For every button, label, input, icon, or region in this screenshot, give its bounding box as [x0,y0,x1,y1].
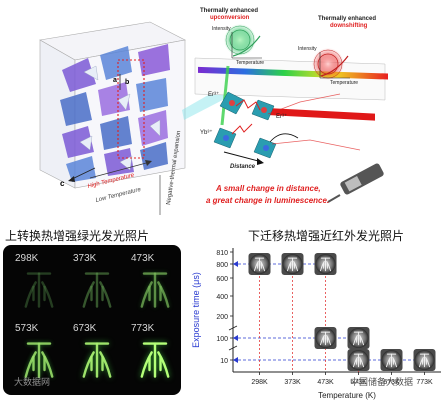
y-tick-label: 100 [216,336,228,343]
sample-glyph [385,353,398,368]
temperature-probe-device [327,163,384,203]
x-tick-label: 673K [383,379,400,386]
schematic-figure: a b c High Temperature Low Temperature N… [39,8,388,215]
emission-photo-473K: 473K [127,253,179,313]
photo-temperature-label: 298K [15,253,39,264]
right-panel-caption: 下迁移热增强近红外发光照片 [248,229,405,243]
energy-transfer-arrow [231,123,253,135]
guide-arrow [233,335,238,341]
x-axis-title: Temperature (K) [318,391,376,400]
nir-photo-point [248,253,271,275]
svg-text:Er³⁺: Er³⁺ [276,113,287,120]
y-tick-label: 810 [216,250,228,257]
svg-text:downshifting: downshifting [330,23,368,29]
svg-text:upconversion: upconversion [210,15,250,21]
x-tick-label: 573K [350,379,367,386]
svg-text:b: b [125,79,129,86]
emission-photo-298K: 298K [11,253,63,313]
exposure-time-chart: 10 100 200 400 600 800 810 298K 373K 473K 573K 673K… [191,248,441,400]
emission-photo-773K: 773K [127,323,179,383]
sample-glyph [352,331,365,346]
right-watermark: 中国储备大数据 [350,378,414,388]
left-watermark: 大数据网 [14,378,51,388]
photo-temperature-label: 573K [15,323,39,334]
yb-ion-2 [253,137,277,159]
x-tick-label: 773K [416,379,433,386]
guide-arrow [233,261,238,267]
x-tick-label: 473K [317,379,334,386]
spectrum-strip [194,57,388,126]
photo-temperature-label: 773K [131,323,155,334]
y-tick-label: 400 [216,294,228,301]
svg-text:Er³⁺: Er³⁺ [208,91,219,98]
nir-photo-point [281,253,304,275]
svg-text:Distance: Distance [230,164,256,170]
yb-ion: Yb³⁺ [200,127,237,149]
svg-text:Yb³⁺: Yb³⁺ [200,129,213,136]
sample-glyph [319,257,332,272]
sample-glyph [140,272,170,308]
svg-text:A small change in distance,: A small change in distance, [215,184,321,193]
nir-photo-point [347,349,370,371]
green-emission-photo-panel: 298K 373K 473K 573K 673K 773K [3,245,181,395]
nir-photo-point [347,327,370,349]
sample-glyph [82,342,112,378]
sample-glyph [418,353,431,368]
sample-glyph [352,353,365,368]
svg-text:Low Temperature: Low Temperature [95,187,142,204]
sample-glyph [24,342,54,378]
x-tick-label: 298K [251,379,268,386]
svg-text:Intensity: Intensity [298,46,317,52]
downshifting-inset-plot: Intensity Temperature [298,46,358,86]
nir-photo-point [314,253,337,275]
nir-photo-point [413,349,436,371]
sample-glyph [24,272,54,308]
svg-text:c: c [60,179,65,188]
guide-arrow [233,357,238,363]
energy-transfer-arrow [235,99,261,111]
sample-glyph [253,257,266,272]
nir-photo-point [314,327,337,349]
photo-temperature-label: 673K [73,323,97,334]
svg-text:Temperature: Temperature [236,60,264,66]
crystal-axes: a b c [60,74,129,188]
y-tick-label: 600 [216,276,228,283]
crystal-structure [39,21,186,189]
sample-glyph [140,342,170,378]
downshifting-glow [312,48,344,80]
axis-break [228,345,238,351]
svg-text:Temperature: Temperature [330,80,358,86]
er-ion-1: Er³⁺ [208,91,245,115]
svg-text:Thermally enhanced: Thermally enhanced [318,16,376,22]
left-panel-caption: 上转换热增强绿光发光照片 [5,229,150,243]
svg-text:a great change in luminescence: a great change in luminescence. [206,196,329,205]
y-axis-title: Exposure time (μs) [191,272,201,348]
axis-break [228,325,238,331]
y-tick-label: 800 [216,262,228,269]
sample-glyph [319,331,332,346]
photo-temperature-label: 373K [73,253,97,264]
svg-text:Thermally enhanced: Thermally enhanced [200,8,258,14]
emission-photo-373K: 373K [69,253,121,313]
y-tick-label: 200 [216,314,228,321]
sample-glyph [82,272,112,308]
emission-photo-673K: 673K [69,323,121,383]
svg-text:a: a [113,77,117,84]
emission-photo-573K: 573K [11,323,63,383]
y-tick-label: 10 [220,358,228,365]
x-tick-label: 373K [284,379,301,386]
distance-arrow: Distance [223,133,299,170]
upconversion-inset-plot: Intensity Temperature [212,26,264,66]
svg-text:Intensity: Intensity [212,26,231,32]
photo-temperature-label: 473K [131,253,155,264]
sample-glyph [286,257,299,272]
nir-photo-point [380,349,403,371]
